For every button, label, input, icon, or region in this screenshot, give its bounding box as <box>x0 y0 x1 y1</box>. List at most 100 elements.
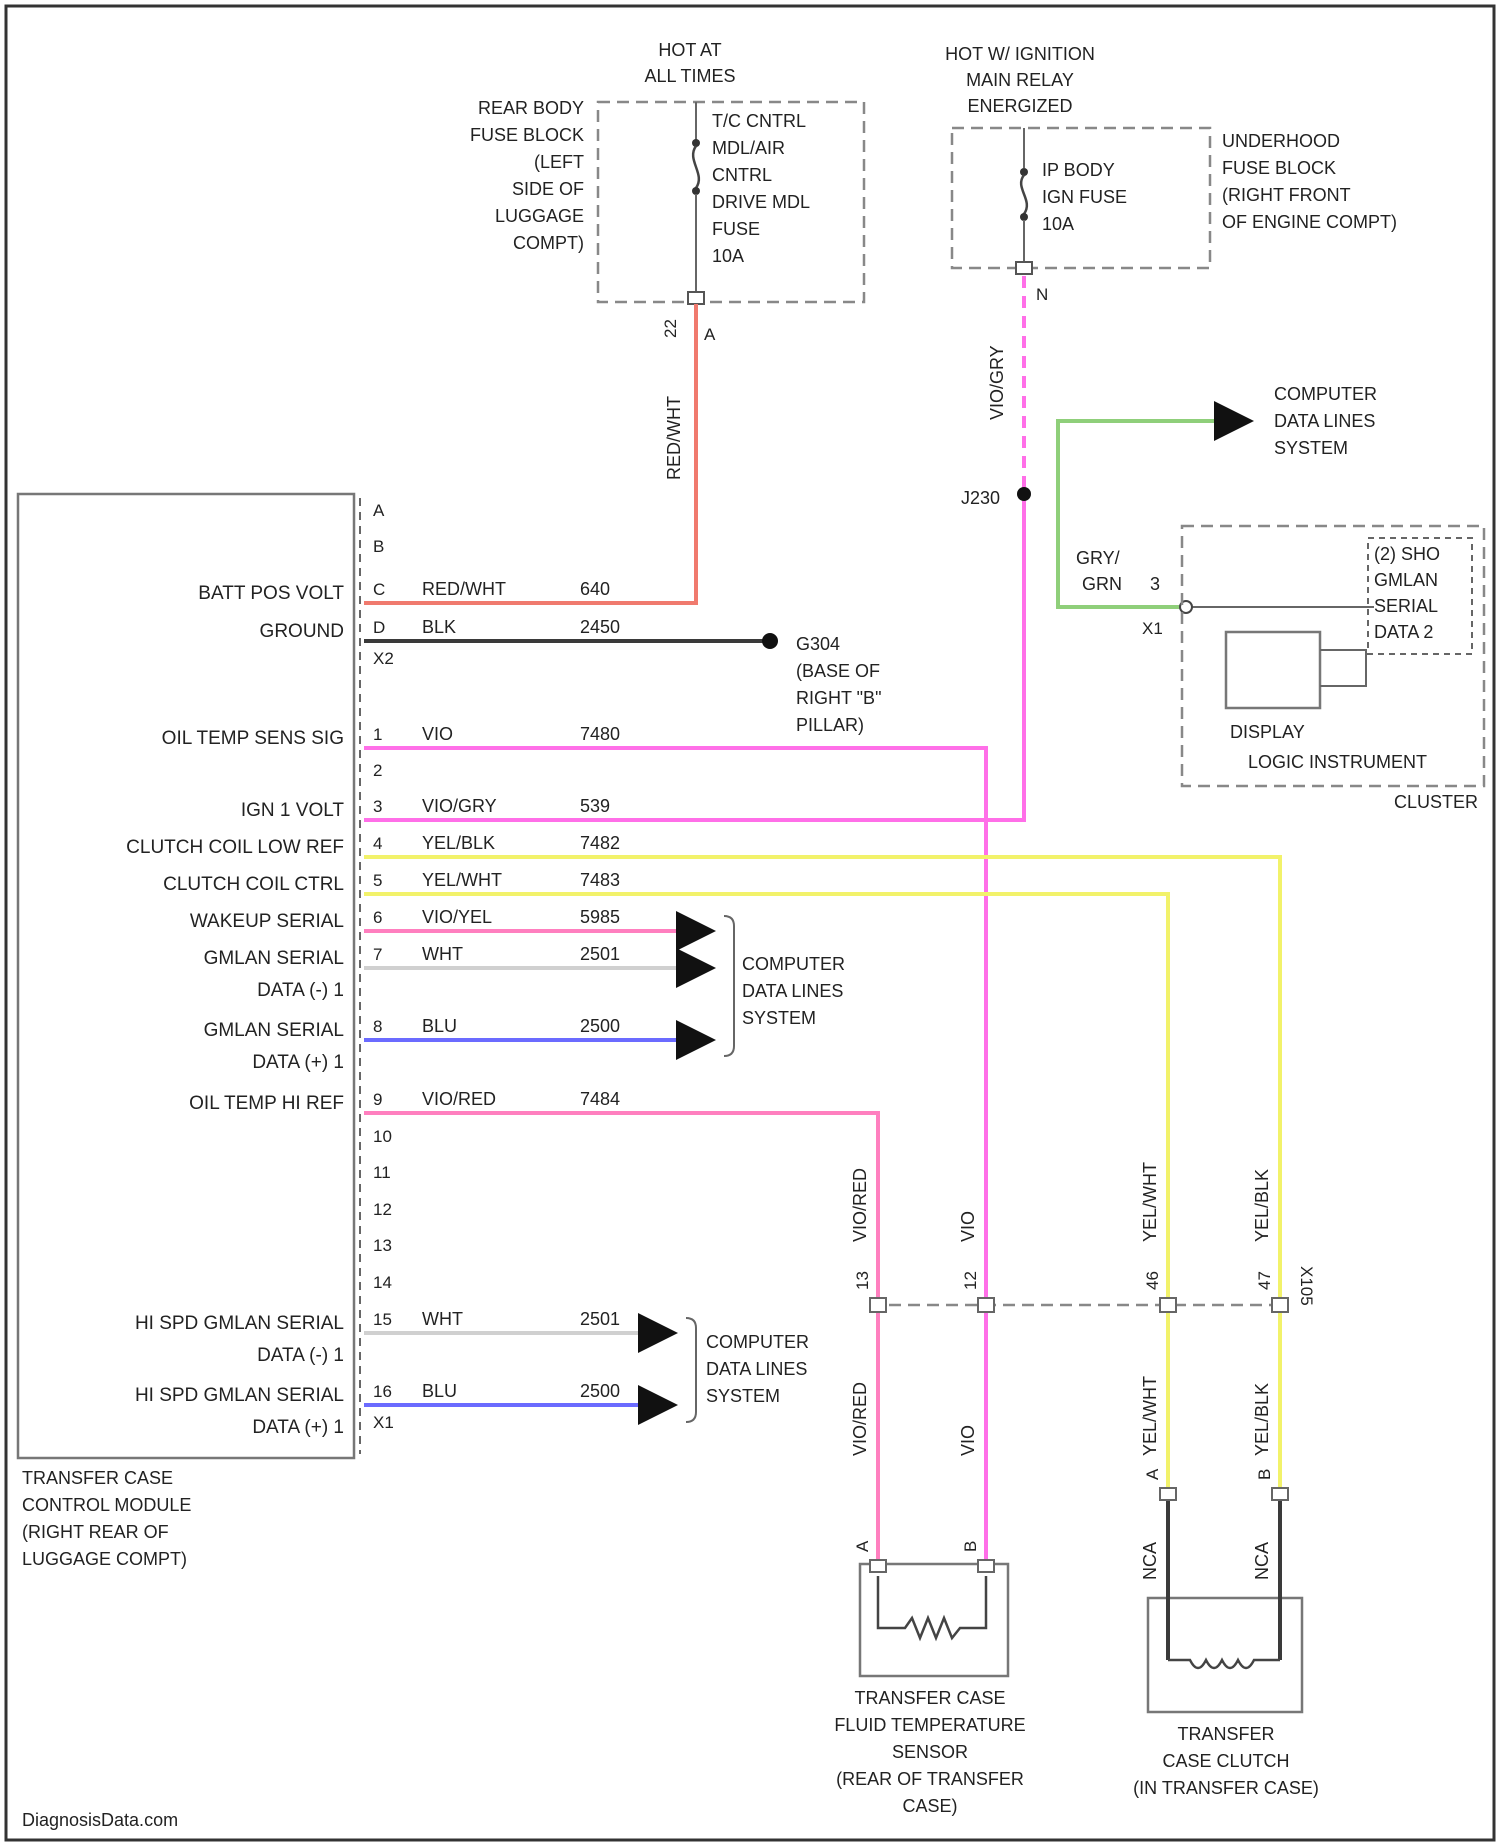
svg-text:UNDERHOOD: UNDERHOOD <box>1222 131 1340 151</box>
module-pin-number: 2 <box>373 761 382 780</box>
computer-data-lines-label-1: COMPUTER DATA LINES SYSTEM <box>742 954 845 1028</box>
svg-text:FUSE BLOCK: FUSE BLOCK <box>470 125 584 145</box>
svg-text:DATA LINES: DATA LINES <box>742 981 843 1001</box>
module-pin-name: HI SPD GMLAN SERIAL <box>135 1385 344 1406</box>
svg-text:CONTROL MODULE: CONTROL MODULE <box>22 1495 191 1515</box>
svg-text:DATA LINES: DATA LINES <box>706 1359 807 1379</box>
svg-text:CASE): CASE) <box>902 1796 957 1816</box>
module-pin-circuit: 539 <box>580 796 610 816</box>
module-pin-name: GMLAN SERIAL <box>204 948 344 969</box>
module-pin-row: 1VIO7480OIL TEMP SENS SIG <box>162 724 620 749</box>
inline-pin-color-upper: YEL/BLK <box>1252 1169 1272 1242</box>
svg-text:FLUID TEMPERATURE: FLUID TEMPERATURE <box>834 1715 1025 1735</box>
module-pin-wire-color: WHT <box>422 1309 463 1329</box>
ground-dot-g304 <box>762 633 778 649</box>
svg-text:HOT AT: HOT AT <box>658 40 721 60</box>
module-pin-circuit: 2500 <box>580 1016 620 1036</box>
module-pin-row: 14 <box>373 1273 392 1292</box>
module-pin-number: 1 <box>373 725 382 744</box>
inline-pin-color-lower: YEL/WHT <box>1140 1376 1160 1456</box>
fluid-temp-sensor-label: TRANSFER CASE FLUID TEMPERATURE SENSOR (… <box>834 1688 1025 1816</box>
svg-text:CNTRL: CNTRL <box>712 165 772 185</box>
computer-data-lines-label-3: COMPUTER DATA LINES SYSTEM <box>1274 384 1377 458</box>
module-pin-number: 8 <box>373 1017 382 1036</box>
module-pin-row: 11 <box>373 1163 391 1182</box>
rear-fuse-pin-number: 22 <box>661 319 680 338</box>
module-pin-name: HI SPD GMLAN SERIAL <box>135 1313 344 1334</box>
module-pin-number: 9 <box>373 1090 382 1109</box>
splice-label: J230 <box>961 488 1000 508</box>
module-unused-pin-b: B <box>373 537 384 556</box>
module-pin-circuit: 2450 <box>580 617 620 637</box>
module-pin-number: 6 <box>373 908 382 927</box>
svg-text:IP BODY: IP BODY <box>1042 160 1115 180</box>
module-pin-row: 4YEL/BLK7482CLUTCH COIL LOW REF <box>126 833 620 858</box>
svg-text:10A: 10A <box>712 246 744 266</box>
svg-text:DATA LINES: DATA LINES <box>1274 411 1375 431</box>
inline-pin-terminal <box>1272 1298 1288 1312</box>
svg-text:COMPUTER: COMPUTER <box>706 1332 809 1352</box>
module-pin-row: 9 VIO/RED 7484 OIL TEMP HI REF <box>189 1089 620 1114</box>
module-pin-name: BATT POS VOLT <box>198 583 344 604</box>
sensor-pin-letter: B <box>961 1541 980 1552</box>
module-pin-name: DATA (-) 1 <box>257 980 344 1001</box>
module-pin-wire-color: WHT <box>422 944 463 964</box>
module-pin-number: 7 <box>373 945 382 964</box>
module-pin-circuit: 7483 <box>580 870 620 890</box>
svg-text:G304: G304 <box>796 634 840 654</box>
module-pin-wire-color: BLU <box>422 1016 457 1036</box>
module-pin-row: 12 <box>373 1200 392 1219</box>
sensor-pin-terminal <box>978 1560 994 1572</box>
module-pin-row: 2 <box>373 761 382 780</box>
sensor-pin-terminal <box>870 1560 886 1572</box>
module-pin-name: DATA (+) 1 <box>252 1417 344 1438</box>
svg-text:(2) SHO: (2) SHO <box>1374 544 1440 564</box>
module-pin-wire-color: VIO/RED <box>422 1089 496 1109</box>
svg-text:TRANSFER CASE: TRANSFER CASE <box>22 1468 173 1488</box>
module-pin-circuit: 640 <box>580 579 610 599</box>
inline-pin-number: 12 <box>961 1271 980 1290</box>
svg-text:OF ENGINE COMPT): OF ENGINE COMPT) <box>1222 212 1397 232</box>
rear-fuse-tc-cntrl-label: T/C CNTRL MDL/AIR CNTRL DRIVE MDL FUSE 1… <box>712 111 810 266</box>
module-pin-number: 11 <box>373 1163 391 1182</box>
module-pin-circuit: 7484 <box>580 1089 620 1109</box>
module-pin-number: 14 <box>373 1273 392 1292</box>
module-pin-name: OIL TEMP HI REF <box>189 1093 344 1114</box>
data-lines-bracket-2 <box>686 1318 696 1422</box>
module-pin-row: 15WHT2501HI SPD GMLAN SERIALDATA (-) 1 <box>135 1309 620 1366</box>
inline-pin-color-upper: VIO <box>958 1211 978 1242</box>
svg-text:(REAR OF TRANSFER: (REAR OF TRANSFER <box>836 1769 1024 1789</box>
module-pin-name: CLUTCH COIL CTRL <box>163 874 344 895</box>
module-pin-row: 6VIO/YEL5985WAKEUP SERIAL <box>190 907 620 932</box>
data-lines-bracket-1 <box>724 916 734 1056</box>
inline-pin-color-upper: VIO/RED <box>850 1168 870 1242</box>
module-pin-circuit: 7482 <box>580 833 620 853</box>
inline-pin-number: 46 <box>1143 1271 1162 1290</box>
computer-data-lines-label-2: COMPUTER DATA LINES SYSTEM <box>706 1332 809 1406</box>
wires <box>364 276 1280 1570</box>
module-pin-name: GROUND <box>260 621 344 642</box>
watermark: DiagnosisData.com <box>22 1810 178 1830</box>
module-pin-wire-color: YEL/WHT <box>422 870 502 890</box>
svg-text:CASE CLUTCH: CASE CLUTCH <box>1162 1751 1289 1771</box>
rear-fuse-wire-color: RED/WHT <box>664 396 684 480</box>
inline-pin-color-lower: VIO <box>958 1425 978 1456</box>
module-pin-wire-color: VIO/YEL <box>422 907 492 927</box>
module-pin-name: GMLAN SERIAL <box>204 1020 344 1041</box>
svg-text:FUSE: FUSE <box>712 219 760 239</box>
svg-text:ENERGIZED: ENERGIZED <box>967 96 1072 116</box>
svg-text:(RIGHT FRONT: (RIGHT FRONT <box>1222 185 1351 205</box>
underhood-fuse-ip-body-label: IP BODY IGN FUSE 10A <box>1042 160 1127 234</box>
svg-text:TRANSFER: TRANSFER <box>1177 1724 1274 1744</box>
svg-text:LUGGAGE: LUGGAGE <box>495 206 584 226</box>
svg-text:COMPUTER: COMPUTER <box>742 954 845 974</box>
svg-text:SYSTEM: SYSTEM <box>1274 438 1348 458</box>
svg-text:COMPT): COMPT) <box>513 233 584 253</box>
module-pin-wire-color: YEL/BLK <box>422 833 495 853</box>
svg-text:RIGHT "B": RIGHT "B" <box>796 688 881 708</box>
module-pin-wire-color: VIO <box>422 724 453 744</box>
module-pin-wire-color: VIO/GRY <box>422 796 497 816</box>
clutch-pin-letter: A <box>1143 1468 1162 1480</box>
svg-text:(IN TRANSFER CASE): (IN TRANSFER CASE) <box>1133 1778 1319 1798</box>
